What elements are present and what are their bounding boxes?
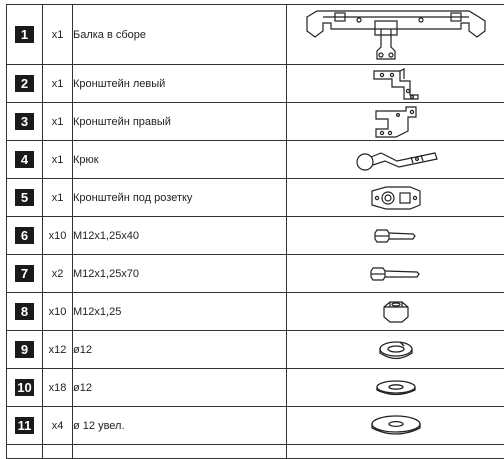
left-bracket-icon [366,67,426,101]
part-name: M12x1,25x70 [73,255,287,293]
bolt-long-icon [369,264,423,284]
table-row: 9 x12 ø12 [7,331,504,369]
bolt-short-icon [373,226,419,246]
part-quantity: x10 [43,293,73,331]
socket-bracket-icon [366,183,426,213]
table-row: 8 x10 M12x1,25 [7,293,504,331]
part-quantity: x1 [43,65,73,103]
table-row: 10 x18 ø12 [7,369,504,407]
part-name: Крюк [73,141,287,179]
table-row: 6 x10 M12x1,25x40 [7,217,504,255]
part-number-badge: 5 [15,189,34,206]
table-row: 2 x1 Кронштейн левый [7,65,504,103]
part-quantity: x1 [43,141,73,179]
part-number-badge: 4 [15,151,34,168]
part-name: Балка в сборе [73,5,287,65]
table-row: 5 x1 Кронштейн под розетку [7,179,504,217]
part-name: ø12 [73,369,287,407]
nut-icon [378,299,414,325]
table-row: 11 x4 ø 12 увел. [7,407,504,445]
part-name: Кронштейн правый [73,103,287,141]
flat-washer-icon [373,377,419,399]
tow-hook-icon [351,145,441,175]
parts-list-sheet: 1 x1 Балка в сборе 2 x1 Кронштейн л [0,0,504,449]
part-number-badge: 1 [15,26,34,43]
part-number-badge: 9 [15,341,34,358]
part-name: ø 12 увел. [73,407,287,445]
part-name: M12x1,25 [73,293,287,331]
part-name: ø12 [73,331,287,369]
spring-washer-icon [376,338,416,362]
part-name: M12x1,25x40 [73,217,287,255]
table-row: 3 x1 Кронштейн правый [7,103,504,141]
part-name: Кронштейн под розетку [73,179,287,217]
table-row: 4 x1 Крюк [7,141,504,179]
part-number-badge: 2 [15,75,34,92]
part-number-badge: 10 [15,379,34,396]
table-row: 1 x1 Балка в сборе [7,5,504,65]
part-number-badge: 3 [15,113,34,130]
part-quantity: x4 [43,407,73,445]
parts-table: 1 x1 Балка в сборе 2 x1 Кронштейн л [6,4,504,459]
part-quantity: x1 [43,5,73,65]
part-quantity: x1 [43,103,73,141]
part-quantity: x12 [43,331,73,369]
part-quantity: x1 [43,179,73,217]
part-number-badge: 6 [15,227,34,244]
part-number-badge: 8 [15,303,34,320]
part-quantity: x2 [43,255,73,293]
large-washer-icon [368,413,424,439]
right-bracket-icon [366,105,426,139]
part-number-badge: 11 [15,417,34,434]
part-number-badge: 7 [15,265,34,282]
table-row-empty [7,445,504,459]
table-row: 7 x2 M12x1,25x70 [7,255,504,293]
part-name: Кронштейн левый [73,65,287,103]
part-quantity: x10 [43,217,73,255]
tow-beam-assembly-icon [301,7,491,63]
part-quantity: x18 [43,369,73,407]
